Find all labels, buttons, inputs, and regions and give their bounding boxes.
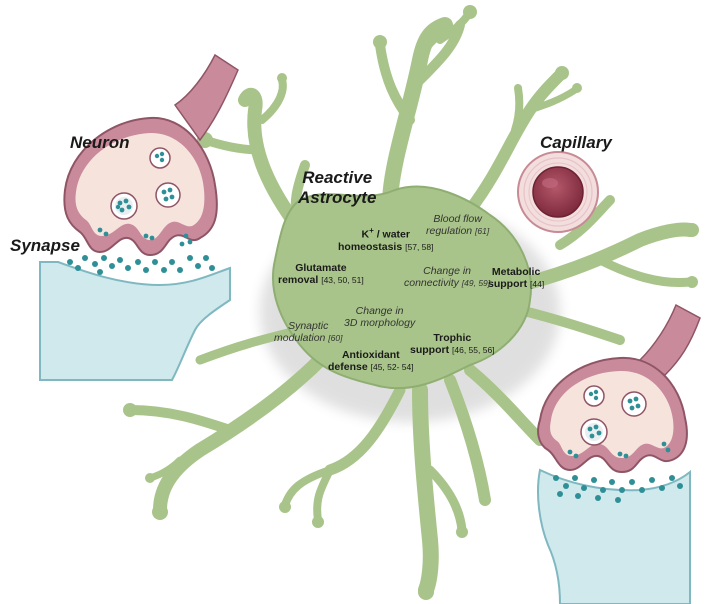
morphology-label: Change in 3D morphology <box>344 305 415 329</box>
trophic-support-label: Trophic support [46, 55, 56] <box>410 332 495 356</box>
trophic-line2: support [46, 55, 56] <box>410 344 495 356</box>
capillary <box>517 151 599 233</box>
left-synapse <box>39 53 239 381</box>
trophic-line1: Trophic <box>433 332 472 344</box>
antioxidant-line1: Antioxidant <box>341 349 400 361</box>
connectivity-line1: Change in <box>423 265 471 277</box>
morphology-line1: Change in <box>355 305 404 317</box>
right-synapse <box>537 303 701 604</box>
synaptic-modulation-label: Synaptic modulation [60] <box>274 320 342 344</box>
morphology-line2: 3D morphology <box>344 317 416 329</box>
synaptic-line1: Synaptic <box>288 320 329 332</box>
reactive-astrocyte-label: Reactive Astrocyte <box>298 168 376 208</box>
metabolic-line1: Metabolic <box>491 266 541 278</box>
antioxidant-defense-label: Antioxidant defense [45, 52- 54] <box>328 349 414 373</box>
reactive-astrocyte-line1: Reactive <box>302 168 373 187</box>
blood-flow-line1: Blood flow <box>433 213 482 225</box>
connectivity-label: Change in connectivity [49, 59] <box>404 265 490 289</box>
k-water-homeostasis-label: K+ / water homeostasis [57, 58] <box>338 225 433 253</box>
neuron-label: Neuron <box>70 133 130 152</box>
metabolic-line2: support [44] <box>488 278 545 290</box>
antioxidant-line2: defense [45, 52- 54] <box>328 361 414 373</box>
reactive-astrocyte-line2: Astrocyte <box>298 188 377 207</box>
synaptic-line2: modulation [60] <box>274 332 343 344</box>
k-water-line2: homeostasis [57, 58] <box>338 240 434 253</box>
connectivity-line2: connectivity [49, 59] <box>404 277 491 289</box>
capillary-label: Capillary <box>540 133 612 152</box>
blood-flow-line2: regulation [61] <box>426 225 490 237</box>
glutamate-line2: removal [43, 50, 51] <box>278 274 364 286</box>
glutamate-line1: Glutamate <box>295 262 347 274</box>
k-water-line1: K+ / water <box>361 226 410 241</box>
astrocyte-body <box>271 185 532 390</box>
metabolic-support-label: Metabolic support [44] <box>488 266 544 290</box>
glutamate-removal-label: Glutamate removal [43, 50, 51] <box>278 262 364 286</box>
blood-flow-label: Blood flow regulation [61] <box>426 213 489 237</box>
process-endfeet <box>123 5 699 600</box>
synapse-label: Synapse <box>10 236 80 255</box>
